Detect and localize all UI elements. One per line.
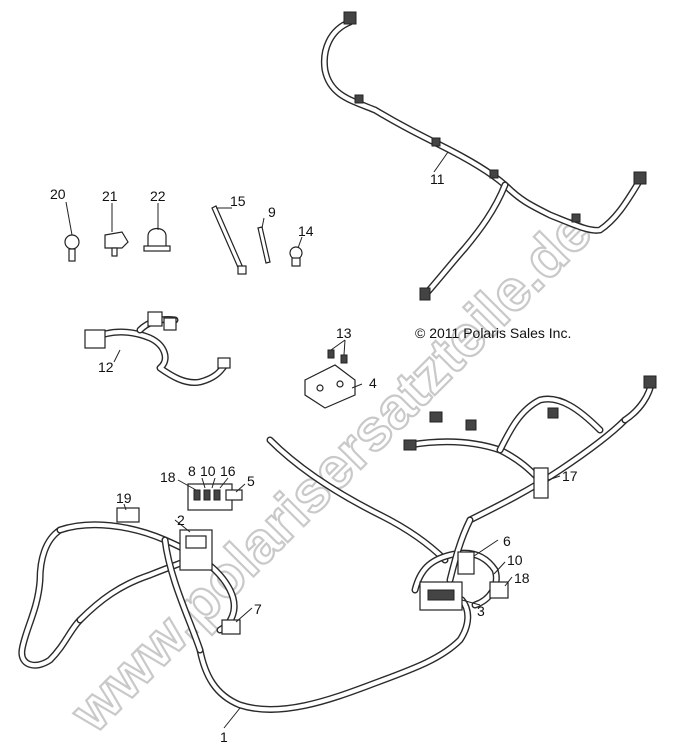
sub-harness-12 <box>84 311 231 387</box>
callout-21: 21 <box>102 188 118 204</box>
callout-6: 6 <box>503 533 511 549</box>
callout-8: 8 <box>188 463 196 479</box>
callout-4: 4 <box>369 375 377 391</box>
connector-top-left-harness <box>403 375 657 451</box>
callout-14: 14 <box>298 223 314 239</box>
clip-11d <box>571 213 581 223</box>
connector-17 <box>533 467 549 499</box>
connector-12a <box>84 329 106 349</box>
part-4-bracket <box>304 364 356 409</box>
callout-3: 3 <box>477 603 485 619</box>
clip-11b <box>431 137 441 147</box>
connector-7 <box>221 619 241 635</box>
callout-2: 2 <box>177 512 185 528</box>
connector-11c <box>419 287 431 301</box>
callout-13: 13 <box>336 325 352 341</box>
part-15-cable-tie <box>211 205 247 275</box>
ecu-3 <box>419 581 463 611</box>
connector-12d <box>217 357 231 369</box>
connector-12b <box>147 311 163 327</box>
callout-10a: 10 <box>200 463 216 479</box>
part-22-clamp <box>143 227 171 252</box>
callout-18b: 18 <box>514 570 530 586</box>
part-14-push-clip <box>289 246 303 267</box>
callout-11: 11 <box>430 171 445 187</box>
part-9-cable-tie <box>257 226 271 264</box>
part-20-clip <box>64 234 80 262</box>
callout-5: 5 <box>247 473 255 489</box>
connector-12c <box>163 317 177 331</box>
part-21-tie-mount <box>104 231 129 257</box>
fuse-box-8 <box>187 483 233 511</box>
callout-18a: 18 <box>160 469 176 485</box>
callout-19: 19 <box>116 490 132 506</box>
clip-11a <box>354 94 364 104</box>
fuse-18 <box>489 581 509 599</box>
connector-6 <box>457 551 475 575</box>
callout-22: 22 <box>150 188 166 204</box>
callout-20: 20 <box>50 186 66 202</box>
callout-9: 9 <box>268 204 276 220</box>
callout-17: 17 <box>562 468 578 484</box>
connector-11b <box>633 171 647 185</box>
callout-12: 12 <box>98 359 114 375</box>
callout-10b: 10 <box>507 552 523 568</box>
relay-block-2 <box>179 529 213 571</box>
callout-16: 16 <box>220 463 236 479</box>
connector-5 <box>225 489 243 501</box>
callout-7: 7 <box>254 601 262 617</box>
connector-19 <box>116 507 140 523</box>
leader-lines <box>65 151 561 729</box>
callout-15: 15 <box>230 193 246 209</box>
connector-11a <box>343 11 357 25</box>
clip-11c <box>489 169 499 179</box>
watermark: www.polarisersatzteile.de <box>58 198 605 745</box>
copyright-text: © 2011 Polaris Sales Inc. <box>415 325 571 341</box>
callout-1: 1 <box>220 729 228 745</box>
rear-harness-11 <box>320 11 647 301</box>
callout-labels: 20 21 22 15 9 14 11 © 2011 Polaris Sales… <box>50 171 578 745</box>
